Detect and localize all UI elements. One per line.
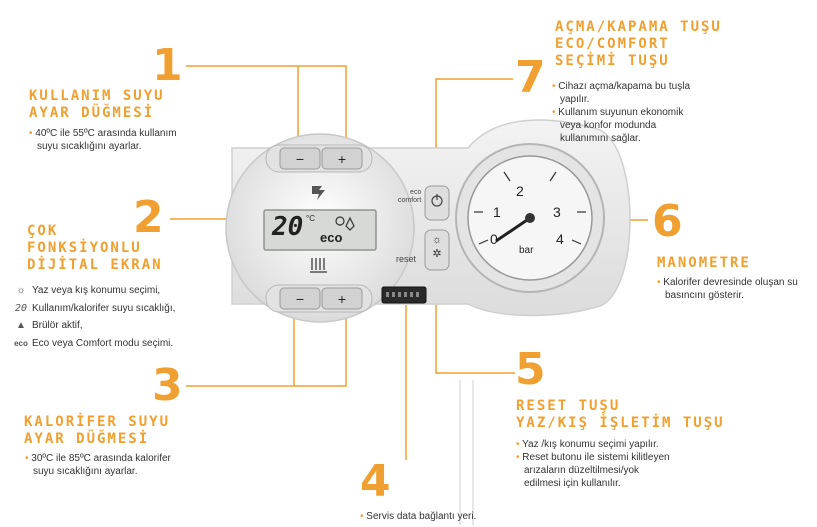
flame-icon: ▲ [16, 320, 26, 331]
dhw-minus-button[interactable]: − [295, 150, 305, 167]
callout-7-number: 7 [515, 52, 546, 103]
heating-plus-button[interactable]: + [337, 290, 347, 307]
gauge-label-0: 0 [490, 231, 498, 247]
snowflake-icon: ✲ [432, 248, 442, 260]
dhw-plus-button[interactable]: + [337, 150, 347, 167]
temperature-digits-icon: 20 [14, 302, 28, 314]
callout-3-desc: 30ºC ile 85ºC arasında kalorifer suyu sı… [25, 452, 171, 478]
reset-summer-winter-button[interactable]: ☼✲ [431, 233, 443, 261]
callout-6-desc: Kalorifer devresinde oluşan su basıncını… [657, 276, 798, 302]
callout-1-number: 1 [152, 40, 183, 91]
sun-icon: ☼ [431, 234, 443, 246]
reset-button-frame [424, 229, 450, 271]
gauge-needle [495, 216, 531, 243]
radiator-icon [310, 258, 327, 273]
callout-3-number: 3 [152, 360, 183, 411]
gauge-unit: bar [519, 245, 534, 256]
gauge-label-3: 3 [553, 204, 561, 220]
brand-logo [312, 186, 325, 200]
callout-6-number: 6 [652, 196, 683, 247]
sun-icon: ☼ [16, 285, 26, 296]
power-eco-button[interactable] [425, 186, 449, 220]
gauge-label-2: 2 [516, 183, 524, 199]
gauge-label-4: 4 [556, 231, 564, 247]
callout-5-number: 5 [515, 344, 546, 395]
lcd-temperature: 20 [272, 212, 304, 242]
power-button-frame [424, 185, 450, 221]
callout-7-desc: Cihazı açma/kapama bu tuşla yapılır. Kul… [552, 80, 690, 145]
lcd-unit: °C [306, 214, 315, 223]
callout-4-number: 4 [360, 456, 391, 507]
callout-2-number: 2 [133, 192, 164, 243]
callout-4-desc: Servis data bağlantı yeri. [360, 510, 476, 523]
callout-1-desc: 40ºC ile 55ºC arasında kullanım suyu sıc… [29, 127, 176, 153]
lcd-screen [263, 209, 377, 251]
callout-6-title: MANOMETRE [657, 255, 751, 271]
heating-minus-button[interactable]: − [295, 290, 305, 307]
gauge-label-1: 1 [493, 204, 501, 220]
reset-label: reset [396, 254, 417, 264]
eco-icon: eco [14, 338, 28, 348]
lcd-eco: eco [320, 230, 343, 245]
callout-5-desc: Yaz /kış konumu seçimi yapılır. Reset bu… [516, 438, 669, 490]
